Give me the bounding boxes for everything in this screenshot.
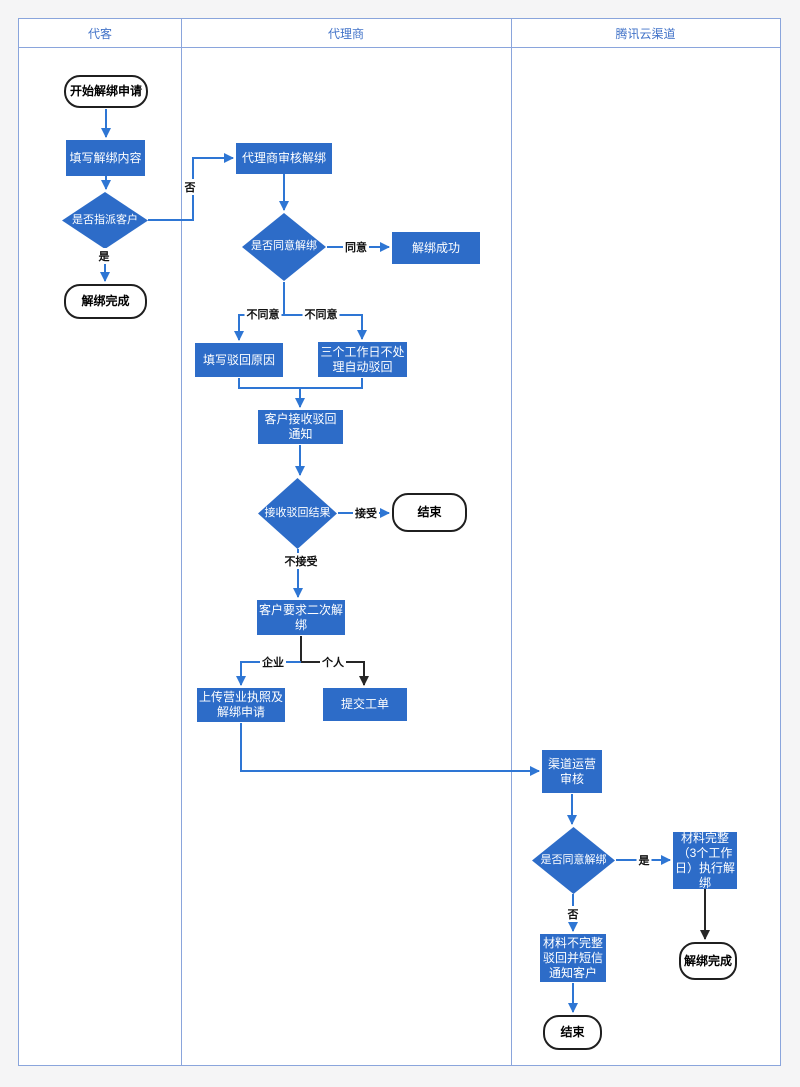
edge-label-accept: 接受 xyxy=(353,505,379,521)
terminal-unbind-done-left: 解绑完成 xyxy=(64,284,147,319)
edge-label-not-accept: 不接受 xyxy=(282,553,320,569)
process-auto-reject: 三个工作日不处理自动驳回 xyxy=(318,342,407,377)
edge-label-agree: 同意 xyxy=(343,239,369,255)
edge-label-yes-channel: 是 xyxy=(636,852,652,868)
edge-label-yes-assign: 是 xyxy=(96,248,112,264)
process-submit-ticket: 提交工单 xyxy=(323,688,407,721)
process-agent-review: 代理商审核解绑 xyxy=(236,143,332,174)
terminal-start-request: 开始解绑申请 xyxy=(64,75,148,108)
edge-label-personal: 个人 xyxy=(320,654,346,670)
process-channel-ops-review: 渠道运营审核 xyxy=(542,750,602,793)
terminal-unbind-done-right: 解绑完成 xyxy=(679,942,737,980)
lane-divider-2 xyxy=(511,19,512,1065)
process-material-incomplete: 材料不完整驳回并短信通知客户 xyxy=(540,934,606,982)
edge-label-disagree-left: 不同意 xyxy=(244,306,282,322)
terminal-end-right: 结束 xyxy=(543,1015,602,1050)
lane-header-agent: 代理商 xyxy=(181,19,511,47)
lane-title: 腾讯云渠道 xyxy=(615,26,676,41)
lane-header-tencent-cloud-channel: 腾讯云渠道 xyxy=(511,19,780,47)
edge-label-no-assign: 否 xyxy=(182,179,198,195)
terminal-end-middle: 结束 xyxy=(392,493,467,532)
process-unbind-success: 解绑成功 xyxy=(392,232,480,264)
lane-header-customer-proxy: 代客 xyxy=(19,19,181,47)
process-fill-reject-reason: 填写驳回原因 xyxy=(195,343,283,377)
swimlane-frame: 代客 代理商 腾讯云渠道 xyxy=(18,18,781,1066)
lane-header-row: 代客 代理商 腾讯云渠道 xyxy=(19,19,780,48)
lane-title: 代客 xyxy=(87,26,112,41)
process-customer-receive-reject: 客户接收驳回通知 xyxy=(258,410,343,444)
lane-divider-1 xyxy=(181,19,182,1065)
process-upload-license: 上传营业执照及解绑申请 xyxy=(197,688,285,722)
process-fill-unbind-content: 填写解绑内容 xyxy=(66,140,145,176)
process-material-complete: 材料完整（3个工作日）执行解绑 xyxy=(673,830,737,890)
edge-label-no-channel: 否 xyxy=(565,906,581,922)
edge-label-disagree-right: 不同意 xyxy=(302,306,340,322)
process-second-unbind-request: 客户要求二次解绑 xyxy=(257,600,345,635)
lane-title: 代理商 xyxy=(327,26,364,41)
edge-label-enterprise: 企业 xyxy=(260,654,286,670)
